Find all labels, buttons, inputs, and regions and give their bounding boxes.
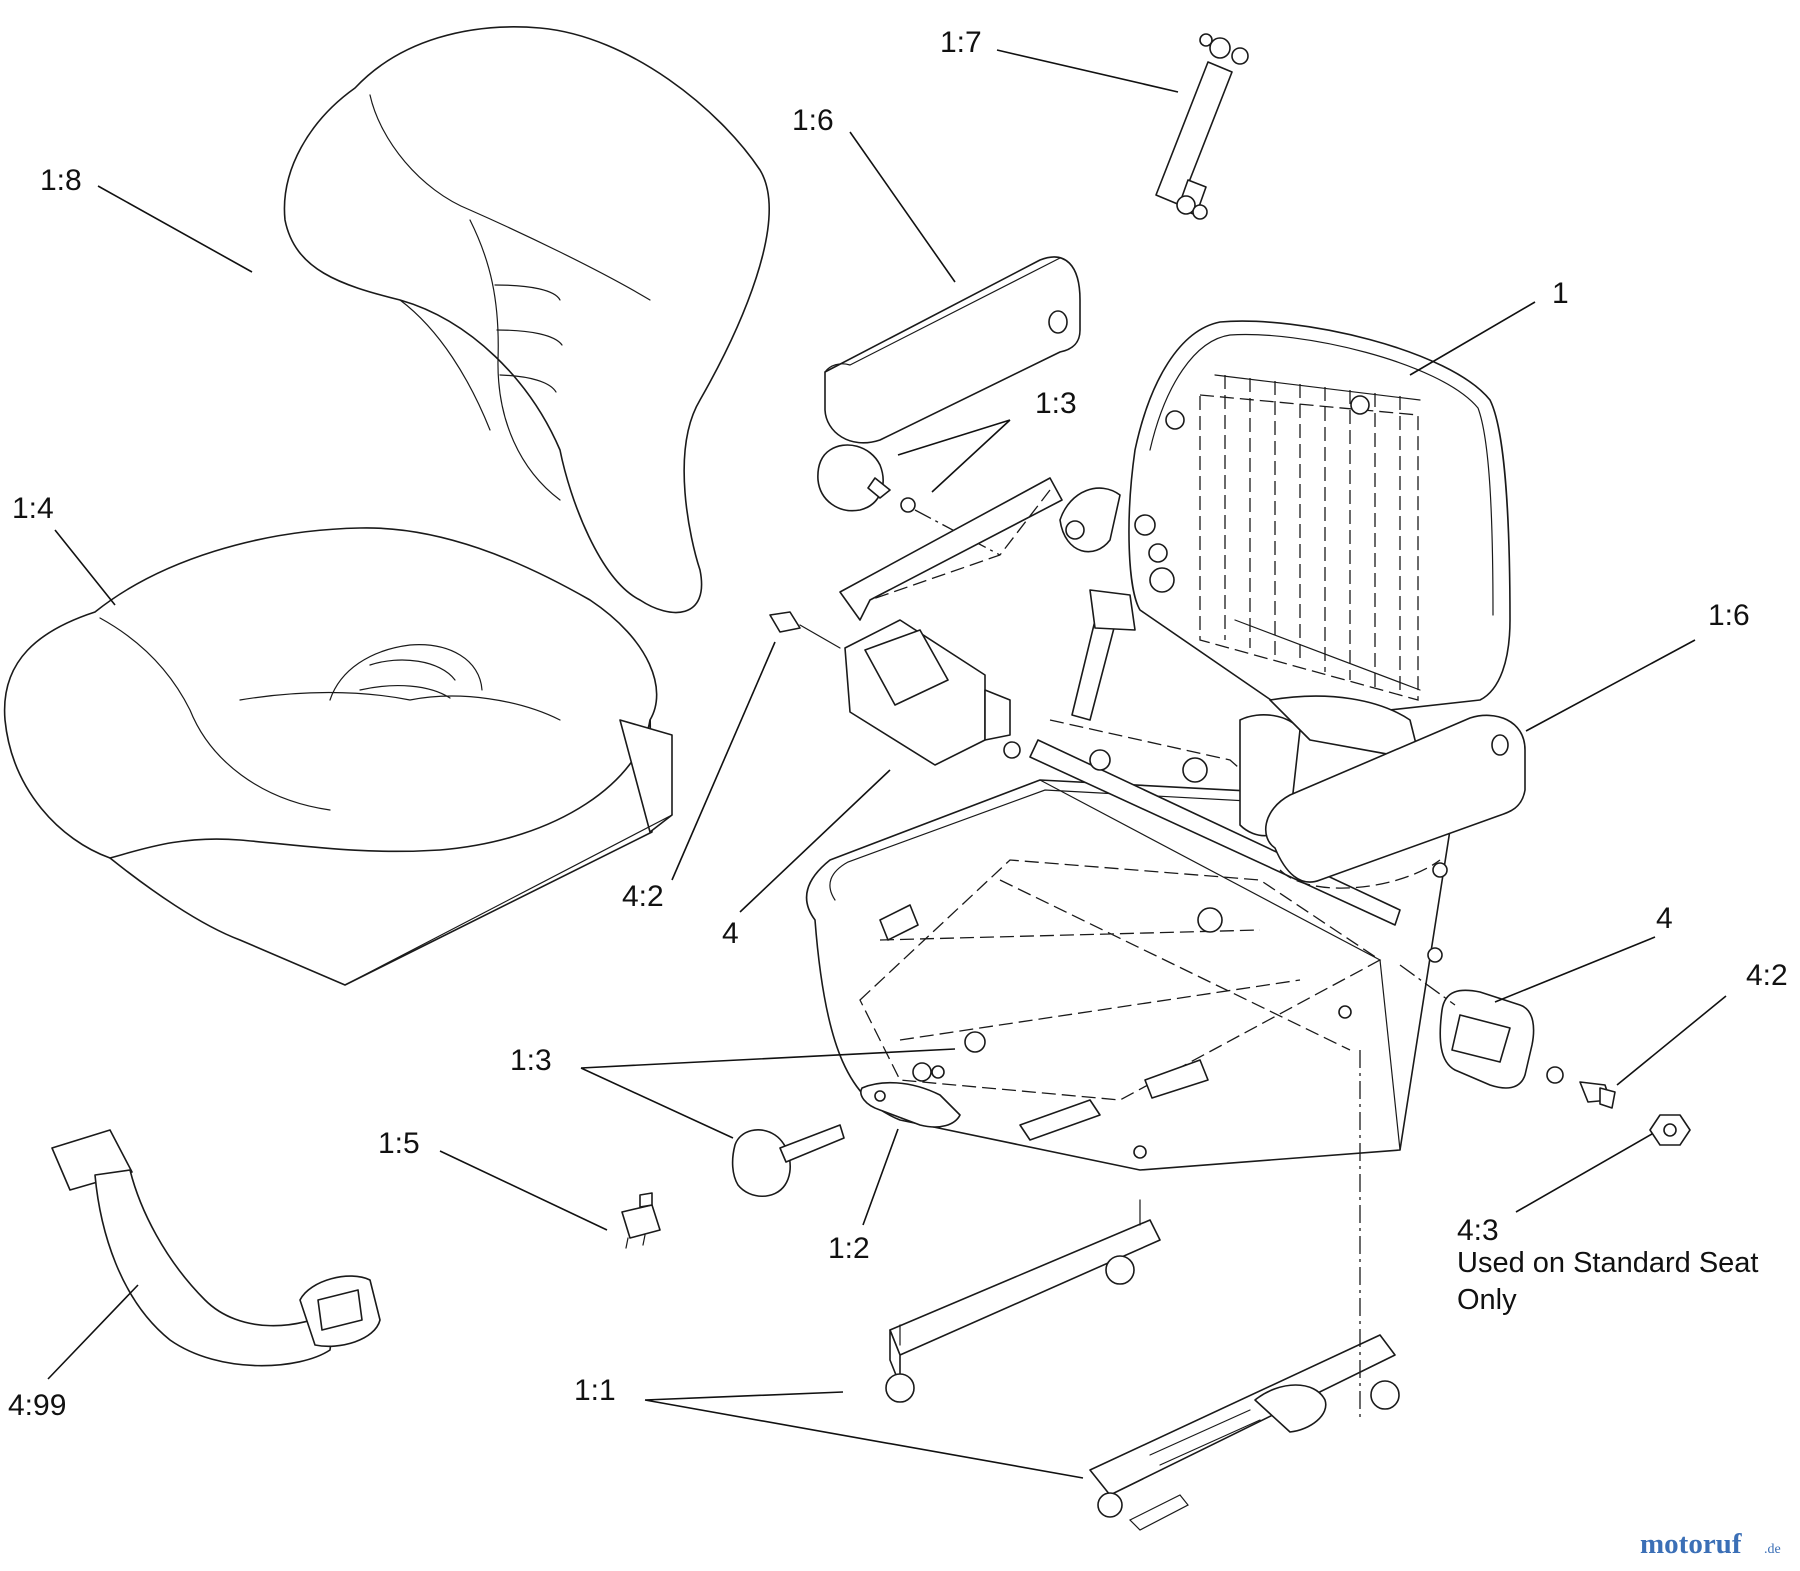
seat-back-cushion: [283, 26, 770, 614]
label-1-3-bottom: 1:3: [510, 1044, 552, 1077]
callout-labels: 1:7 1:6 1:8 1:3 1 1:4 1:6 4:2 4 4 4:2 1:…: [8, 26, 1788, 1422]
label-4-2-left: 4:2: [622, 880, 664, 913]
label-1: 1: [1552, 277, 1569, 310]
label-1-6-top: 1:6: [792, 104, 834, 137]
lever-handle: [860, 1081, 961, 1128]
adjustment-knob-top: [817, 444, 1001, 556]
label-1-4: 1:4: [12, 492, 54, 525]
armrest-top: [824, 256, 1081, 444]
label-4-99: 4:99: [8, 1389, 66, 1422]
label-4-2-right: 4:2: [1746, 959, 1788, 992]
switch-small: [621, 1192, 661, 1249]
label-1-7: 1:7: [940, 26, 982, 59]
watermark: motoruf .de: [1640, 1528, 1781, 1560]
slide-rails: [885, 1050, 1400, 1531]
label-1-1: 1:1: [574, 1374, 616, 1407]
note-line-1: Used on Standard Seat: [1457, 1247, 1758, 1279]
seat-switch-right: [1399, 964, 1616, 1109]
watermark-brand: motoruf: [1640, 1528, 1742, 1560]
label-4-3: 4:3: [1457, 1214, 1499, 1247]
note-line-2: Only: [1457, 1284, 1517, 1316]
armrest-right: [1265, 714, 1526, 889]
label-1-2: 1:2: [828, 1232, 870, 1265]
nut: [1649, 1114, 1691, 1146]
label-1-5: 1:5: [378, 1127, 420, 1160]
shock-absorber: [1155, 33, 1249, 220]
watermark-suffix: .de: [1764, 1542, 1781, 1557]
seat-bottom-cushion: [3, 527, 673, 986]
seat-switch-left: [769, 611, 1021, 766]
label-1-3-top: 1:3: [1035, 387, 1077, 420]
label-4-left: 4: [722, 917, 739, 950]
label-4-right: 4: [1656, 902, 1673, 935]
label-1-8: 1:8: [40, 164, 82, 197]
leader-lines: [47, 49, 1727, 1479]
label-1-6-right: 1:6: [1708, 599, 1750, 632]
seat-belt: [51, 1129, 381, 1367]
adjustment-knob-bottom: [731, 1031, 986, 1198]
